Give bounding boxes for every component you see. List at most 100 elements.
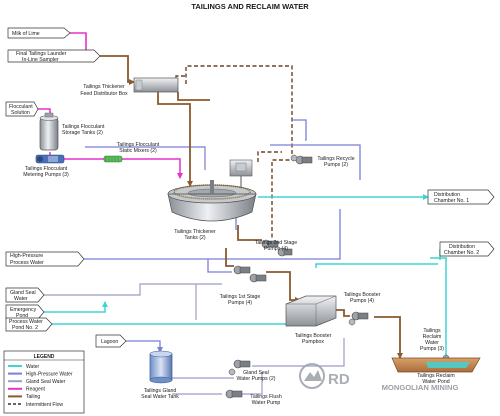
intermittent-loop-4 (257, 151, 282, 162)
flag-lagoon: Lagoon (95, 334, 127, 348)
stage1-pumps: Tailings 1st Stage Pumps (4) (220, 265, 267, 306)
gland-seal-water-tank: Tailings Gland Seal Water Tank (141, 350, 179, 400)
flush-pump-label-2: Water Pump (252, 400, 281, 406)
thickener-label-2: Tanks (2) (184, 235, 206, 241)
gland-flag-label-2: Water (14, 296, 28, 302)
reclaim-water-pumps: Tailings Reclaim Water Pumps (3) (420, 328, 450, 362)
gland-flag-label-1: Gland Seal (10, 290, 36, 296)
flag-distribution-chamber-2: Distribution Chamber No. 2 (439, 241, 495, 257)
stage2-label-2: Pumps (4) (264, 246, 288, 252)
emergency-label-2: Pond (16, 313, 28, 319)
milk-of-lime-line (70, 32, 87, 56)
gland-pump-out (252, 338, 345, 367)
dilution-water-line (85, 146, 206, 170)
milk-of-lime-label: Milk of Lime (12, 31, 40, 37)
thickener-label-1: Tailings Thickener (174, 229, 216, 235)
reclaim-pumps-label-4: Pumps (3) (420, 346, 444, 352)
gland-pumps-label-1: Gland Seal (243, 370, 269, 376)
intermittent-loop-3 (271, 159, 296, 238)
gland-tank-label-2: Seal Water Tank (141, 394, 179, 400)
dc1-label-2: Chamber No. 1 (434, 198, 469, 204)
watermark-company: MONGOLIAN MINING (382, 383, 459, 392)
emergency-pond-line (44, 301, 108, 313)
flush-water-pump: Tailings Flush Water Pump (225, 389, 282, 406)
flocculant-label-2: Solution (11, 110, 30, 116)
legend-title: LEGEND (34, 354, 55, 360)
flocculant-metering-pumps: Tailings Flocculant Metering Pumps (3) (23, 154, 69, 178)
stage1-label-1: Tailings 1st Stage (220, 294, 261, 300)
flag-gland-seal-water: Gland Seal Water (5, 287, 45, 303)
hp-water-branch-1 (207, 259, 232, 273)
reclaim-pond-label-2: Water Pond (422, 379, 449, 385)
gland-pumps-label-2: Water Pumps (2) (236, 376, 275, 382)
flocculant-storage-tanks: Tailings Flocculant Storage Tanks (2) (39, 112, 105, 151)
dc2-label-1: Distribution (449, 244, 475, 250)
mixer-to-thickener-line (122, 158, 183, 179)
flush-pump-out (242, 372, 263, 395)
gland-seal-water-pumps: Gland Seal Water Pumps (2) (228, 359, 276, 382)
watermark-logo-text: RD (328, 371, 350, 388)
reclaim-up-line (430, 257, 447, 360)
flag-distribution-chamber-1: Distribution Chamber No. 1 (427, 189, 495, 205)
legend-label: Water (26, 364, 39, 370)
flocculant-static-mixers: Tailings Flocculant Static Mixers (2) (103, 142, 160, 163)
stage2-pumps: Tailings 2nd Stage Pumps (4) (255, 239, 298, 257)
feed-box-branch (177, 92, 210, 101)
hp-water-label-1: High-Pressure (10, 253, 43, 259)
reclaim-pumps-label-2: Reclaim (423, 334, 442, 340)
reclaim-pumps-label-3: Water (425, 340, 439, 346)
legend-label: Intermittent Flow (26, 402, 63, 408)
booster-box-label-2: Pumpbox (302, 339, 324, 345)
legend-label: Reagent (26, 387, 46, 393)
booster-pumps-label-2: Pumps (4) (350, 298, 374, 304)
reclaim-pond-label-1: Tailings Reclaim (417, 373, 454, 379)
static-mixers-label-2: Static Mixers (2) (119, 148, 157, 154)
legend-label: High-Pressure Water (26, 371, 73, 377)
launder-label-2: In-Line Sampler (22, 57, 59, 63)
pwp-label-2: Pond No. 2 (12, 325, 38, 331)
hp-water-recycle (292, 119, 307, 141)
gland-tank-label-1: Tailings Gland (144, 388, 177, 394)
booster-pumpbox: Tailings Booster Pumpbox (285, 295, 337, 345)
intermittent-loop-1 (185, 65, 293, 160)
floc-pumps-label-1: Tailings Flocculant (25, 166, 68, 172)
static-mixers-label-1: Tailings Flocculant (117, 142, 160, 148)
hp-water-top (270, 144, 361, 180)
emergency-label-1: Emergency (10, 307, 37, 313)
mountain-icon (304, 370, 322, 381)
booster-pumps-label-1: Tailings Booster (344, 292, 381, 298)
flocculant-label-1: Flocculant (9, 104, 33, 110)
floc-pumps-label-2: Metering Pumps (3) (23, 172, 69, 178)
flag-final-tailings-launder: Final Tailings Launder In-Line Sampler (7, 49, 101, 63)
lagoon-to-gland-tank (126, 340, 163, 353)
recycle-pumps: Tailings Recycle Pumps (2) (290, 154, 355, 168)
flag-process-water-pond-2: Process Water Pond No. 2 (5, 317, 53, 332)
launder-label-1: Final Tailings Launder (16, 51, 67, 57)
reclaim-water-pond: Tailings Reclaim Water Pond (391, 357, 481, 385)
flag-hp-process-water: High-Pressure Process Water (5, 251, 85, 267)
feed-box-label-1: Tailings Thickener (83, 84, 125, 90)
watermark: RD MONGOLIAN MINING (298, 363, 459, 392)
thickener-to-stage1 (225, 248, 234, 267)
gland-seal-main (44, 283, 222, 296)
floc-tanks-label-1: Tailings Flocculant (62, 124, 105, 130)
recycle-label-2: Pumps (2) (324, 162, 348, 168)
hp-water-label-2: Process Water (10, 260, 44, 266)
reclaim-pumps-label-1: Tailings (423, 328, 441, 334)
recycle-label-1: Tailings Recycle (317, 156, 354, 162)
flag-flocculant-solution: Flocculant Solution (5, 101, 39, 117)
hp-water-main (84, 209, 341, 260)
lagoon-label: Lagoon (101, 339, 118, 345)
dc1-label-1: Distribution (434, 192, 460, 198)
stage1-to-booster (266, 271, 301, 303)
feed-distributor-box: Tailings Thickener Feed Distributor Box (80, 77, 179, 97)
stage2-label-1: Tailings 2nd Stage (255, 240, 298, 246)
feed-box-to-thickener (157, 92, 193, 187)
launder-feed-line (100, 55, 135, 85)
flush-pump-label-1: Tailings Flush (250, 394, 282, 400)
booster-to-pond (374, 316, 403, 359)
reclaim-to-booster (315, 263, 438, 268)
